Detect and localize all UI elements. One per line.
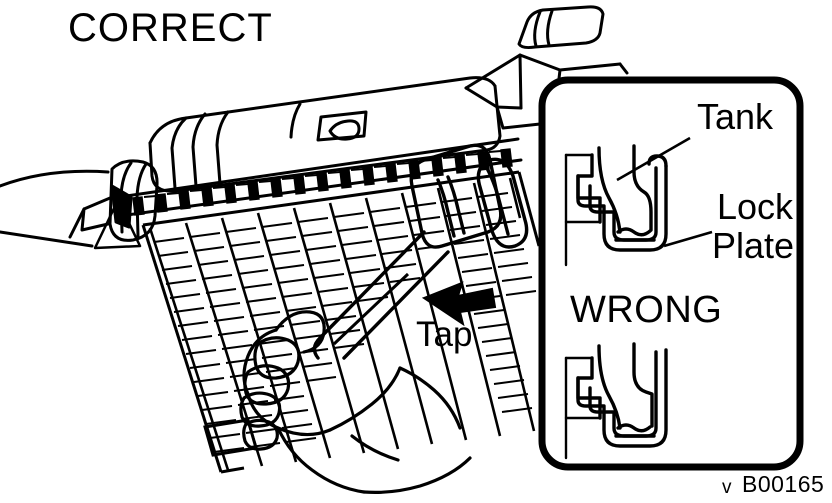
upper-tank-rib-3: [289, 102, 302, 139]
hand-wrist-bottom: [276, 426, 366, 494]
inlet-flange-tip: [618, 62, 629, 75]
upper-tank-top-edge: [148, 76, 497, 145]
hand-wrist-top: [328, 366, 402, 432]
left-end-tank: [108, 159, 159, 242]
lock-callout-label: Lock: [717, 186, 794, 227]
tap-leader-line: [332, 272, 410, 346]
hand-finger-2: [243, 364, 291, 406]
upper-tank-rib-2: [215, 110, 230, 186]
radiator-core-fins: [153, 192, 537, 453]
wrong-tank-wall-left: [597, 344, 622, 430]
hand-finger-3: [239, 391, 282, 428]
radiator-core-outline: [141, 170, 541, 473]
outlet-stub-line: [68, 207, 86, 239]
hammer-handle-lower: [342, 250, 450, 360]
lockplate-tabs: [132, 148, 513, 216]
tank-callout-label: Tank: [697, 96, 774, 137]
correct-lockplate-inner: [588, 166, 658, 242]
wrong-lockplate-outer: [576, 348, 668, 448]
upper-tank-rib-1: [191, 112, 207, 188]
inlet-flange-edge: [518, 53, 523, 110]
correct-leader-lines: [616, 136, 713, 248]
hammer-head-face: [476, 157, 529, 249]
lockplate-leader-line: [663, 230, 713, 248]
correct-gasket-seat: [616, 227, 652, 237]
correct-core-lines: [564, 153, 602, 267]
hand-cuff-crease: [350, 434, 400, 462]
wrong-gasket-seat: [616, 423, 652, 433]
inlet-pipe-seam-a: [533, 10, 542, 48]
hand-finger-4: [242, 418, 279, 451]
inlet-flange-top: [464, 53, 622, 90]
tap-label: Tap: [416, 315, 473, 354]
wrong-core-lines: [564, 356, 602, 460]
forearm-upper: [398, 366, 462, 430]
correct-cross-section: [564, 144, 668, 267]
radiator-left-contour-top: [0, 169, 110, 188]
reference-mark: v: [722, 477, 732, 498]
forearm-lower: [362, 456, 472, 494]
radiator-left-contour-bottom: [0, 230, 94, 248]
correct-tank-wall-right: [632, 144, 653, 232]
correct-tank-wall-left: [597, 146, 622, 234]
hammer-head-face-seam: [482, 161, 510, 236]
inset-panel-frame: [538, 76, 804, 471]
hammer-handle-upper: [318, 230, 426, 340]
inlet-pipe-body: [517, 5, 605, 50]
hammer-ring-a: [436, 178, 456, 238]
hammer: [312, 143, 529, 360]
reference-code: B00165: [742, 471, 825, 497]
hand: [239, 310, 472, 494]
wrong-label: WRONG: [570, 289, 723, 331]
upper-tank-end-seam: [170, 116, 188, 190]
left-tank-bracket: [93, 198, 142, 250]
outlet-stub: [80, 196, 112, 232]
correct-label: CORRECT: [68, 6, 273, 50]
wrong-tank-wall-right: [632, 342, 654, 428]
correct-lockplate-outer: [576, 164, 668, 252]
plate-callout-label: Plate: [712, 225, 795, 266]
inlet-pipe-seam-b: [546, 9, 554, 47]
lockplate-strip-upper: [124, 137, 520, 198]
wrong-cross-section: [564, 342, 668, 460]
wrong-lockplate-inner: [588, 350, 658, 438]
hand-finger-1: [253, 336, 301, 380]
hand-thumb: [274, 310, 326, 354]
tap-arrow: [421, 281, 497, 327]
tank-leader-line: [616, 136, 691, 182]
hammer-ring-b: [446, 175, 466, 235]
filler-neck-opening: [328, 119, 361, 141]
